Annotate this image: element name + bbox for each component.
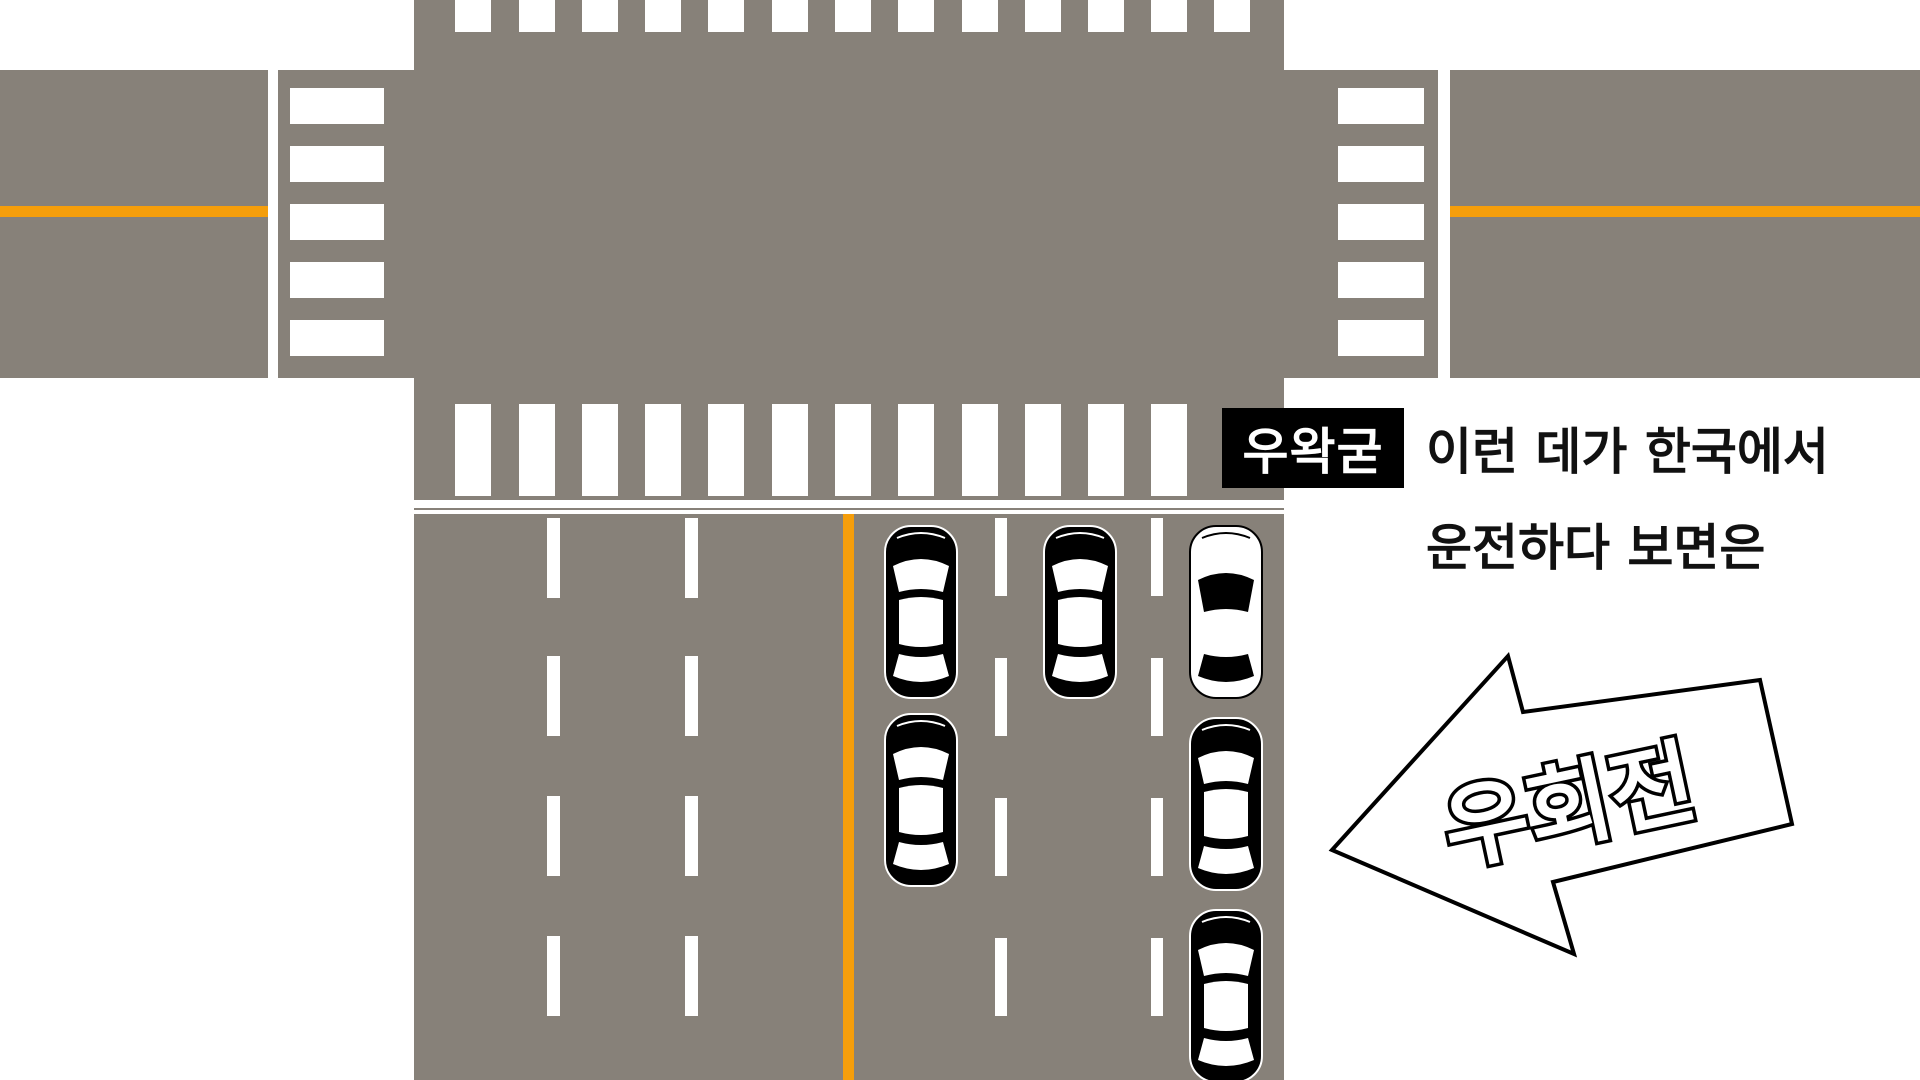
- road-west: [0, 70, 268, 378]
- crosswalk-west: [290, 88, 384, 356]
- car-white-1: [1189, 525, 1263, 699]
- car-black-4: [1189, 717, 1263, 891]
- arrow-left-icon: 우회전: [1328, 651, 1795, 958]
- crosswalk-east: [1338, 88, 1424, 356]
- streamer-tag: 우왁굳: [1222, 408, 1404, 488]
- car-black-2: [884, 713, 958, 887]
- road-east: [1450, 70, 1920, 378]
- car-black-1: [884, 525, 958, 699]
- car-black-3: [1043, 525, 1117, 699]
- crosswalk-north: [455, 0, 1250, 32]
- lane-dashes-left: [547, 518, 698, 1016]
- center-line-west: [0, 206, 268, 217]
- center-line-east: [1450, 206, 1920, 217]
- edge-west-1: [268, 70, 276, 378]
- crosswalk-south: [455, 404, 1187, 496]
- curb-sw: [268, 380, 414, 510]
- caption-line-2: 운전하다 보면은: [1426, 519, 1766, 577]
- streamer-name: 우왁굳: [1242, 423, 1384, 481]
- curb-nw: [268, 0, 414, 68]
- lane-dashes-right: [995, 518, 1163, 1016]
- edge-east-1: [1440, 70, 1448, 378]
- car-black-5: [1189, 909, 1263, 1080]
- center-line-south: [843, 514, 854, 1080]
- caption-line-1: 이런 데가 한국에서: [1426, 423, 1829, 481]
- curb-ne: [1284, 0, 1440, 68]
- stop-line: [414, 500, 1284, 508]
